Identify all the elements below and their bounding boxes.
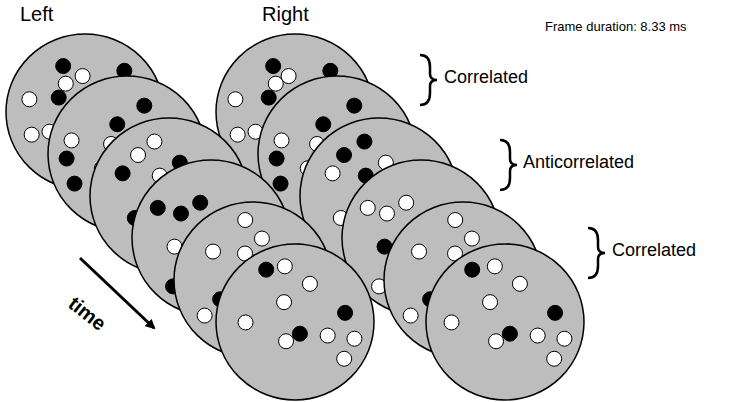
random-dot <box>412 244 427 259</box>
random-dot <box>277 259 292 274</box>
random-dot <box>269 151 284 166</box>
random-dot <box>22 92 37 107</box>
bracket <box>420 55 437 105</box>
caption-label: Frame duration: 8.33 ms <box>545 20 687 34</box>
random-dot <box>302 276 317 291</box>
random-dot <box>281 69 296 84</box>
random-dot <box>292 326 307 341</box>
random-dot <box>261 90 276 105</box>
random-dot <box>266 59 281 74</box>
random-dot <box>67 176 82 191</box>
random-dot <box>548 305 563 320</box>
random-dot <box>59 151 74 166</box>
random-dot <box>58 76 73 91</box>
random-dot <box>147 134 162 149</box>
random-dot <box>51 90 66 105</box>
random-dot <box>197 308 212 323</box>
random-dot <box>444 315 459 330</box>
random-dot <box>230 127 245 142</box>
random-dot <box>316 117 331 132</box>
random-dot <box>530 328 545 343</box>
random-dot <box>254 231 269 246</box>
random-dot <box>320 328 335 343</box>
random-dot <box>56 59 71 74</box>
random-dot <box>465 262 480 277</box>
random-dot <box>325 166 340 181</box>
caption-label: time <box>64 292 110 335</box>
random-dot <box>502 326 517 341</box>
random-dot <box>337 351 352 366</box>
caption-label: Right <box>262 3 309 25</box>
random-dot <box>110 117 125 132</box>
caption-label: Correlated <box>444 68 528 88</box>
random-dot <box>464 231 479 246</box>
random-dot <box>24 127 39 142</box>
random-dot <box>206 244 221 259</box>
random-dot <box>137 98 152 113</box>
random-dot <box>357 134 372 149</box>
random-dot <box>399 195 414 210</box>
random-dot <box>150 200 165 215</box>
random-dot <box>347 98 362 113</box>
random-dot <box>448 213 463 228</box>
random-dot <box>273 176 288 191</box>
random-dot <box>64 133 79 148</box>
random-dot <box>193 195 208 210</box>
random-dot <box>337 148 352 163</box>
random-dot <box>512 276 527 291</box>
caption-label: Correlated <box>612 241 696 261</box>
bracket <box>500 140 517 190</box>
random-dot <box>131 148 146 163</box>
random-dot <box>379 206 394 221</box>
random-dot <box>547 351 562 366</box>
random-dot <box>228 92 243 107</box>
random-dot <box>487 259 502 274</box>
random-dot <box>274 133 289 148</box>
random-dot <box>238 315 253 330</box>
frame-stack <box>6 34 584 400</box>
frame-disc <box>216 244 374 400</box>
bracket <box>588 228 605 278</box>
random-dot <box>279 334 294 349</box>
random-dot <box>557 331 572 346</box>
random-dot <box>238 213 253 228</box>
random-dot <box>259 262 274 277</box>
random-dot <box>489 334 504 349</box>
random-dot <box>403 308 418 323</box>
random-dot <box>360 200 375 215</box>
random-dot <box>75 69 90 84</box>
random-dot <box>483 295 498 310</box>
random-dot <box>173 206 188 221</box>
caption-label: Anticorrelated <box>523 153 634 173</box>
random-dot <box>277 295 292 310</box>
random-dot <box>338 305 353 320</box>
random-dot <box>347 331 362 346</box>
frame-disc <box>426 244 584 400</box>
random-dot <box>115 166 130 181</box>
caption-label: Left <box>20 3 53 25</box>
